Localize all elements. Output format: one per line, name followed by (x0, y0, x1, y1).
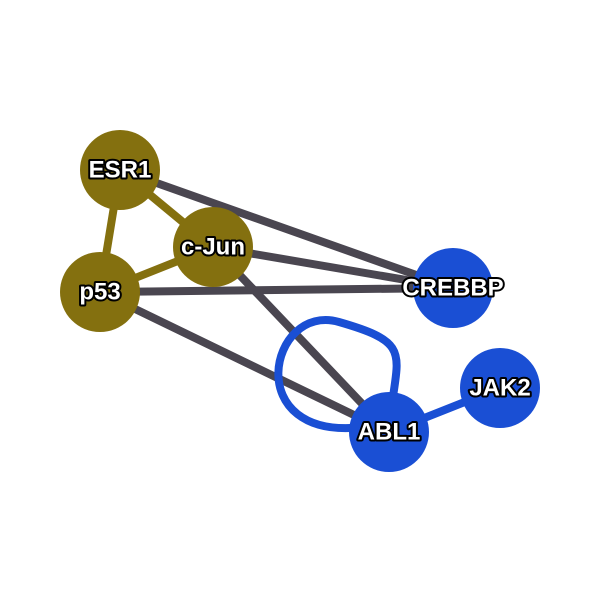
node-circle-jak2 (460, 348, 540, 428)
node-circle-abl1 (349, 392, 429, 472)
node-cjun[interactable]: c-Jun (173, 207, 253, 287)
edge-cjun-crebbp (209, 243, 457, 292)
node-p53[interactable]: p53 (60, 252, 140, 332)
node-circle-p53 (60, 252, 140, 332)
edge-p53-abl1 (96, 288, 393, 436)
node-label-crebbp: CREBBP (402, 275, 503, 302)
node-jak2[interactable]: JAK2 (460, 348, 540, 428)
node-label-esr1: ESR1 (89, 157, 152, 184)
edge-esr1-crebbp (116, 166, 457, 292)
edge-cjun-abl1 (209, 243, 393, 436)
node-layer: ESR1 c-Jun p53 CREBBP ABL1 JAK2 (60, 130, 540, 472)
node-label-cjun: c-Jun (181, 234, 245, 261)
node-crebbp[interactable]: CREBBP (400, 248, 506, 328)
edge-p53-crebbp (96, 284, 457, 296)
node-circle-esr1 (80, 130, 160, 210)
node-esr1[interactable]: ESR1 (80, 130, 160, 210)
edge-abl1-abl1 (274, 316, 401, 433)
node-label-jak2: JAK2 (469, 375, 530, 402)
node-label-abl1: ABL1 (358, 419, 421, 446)
node-label-p53: p53 (79, 279, 120, 306)
node-abl1[interactable]: ABL1 (349, 392, 429, 472)
node-circle-cjun (173, 207, 253, 287)
node-circle-crebbp (413, 248, 493, 328)
